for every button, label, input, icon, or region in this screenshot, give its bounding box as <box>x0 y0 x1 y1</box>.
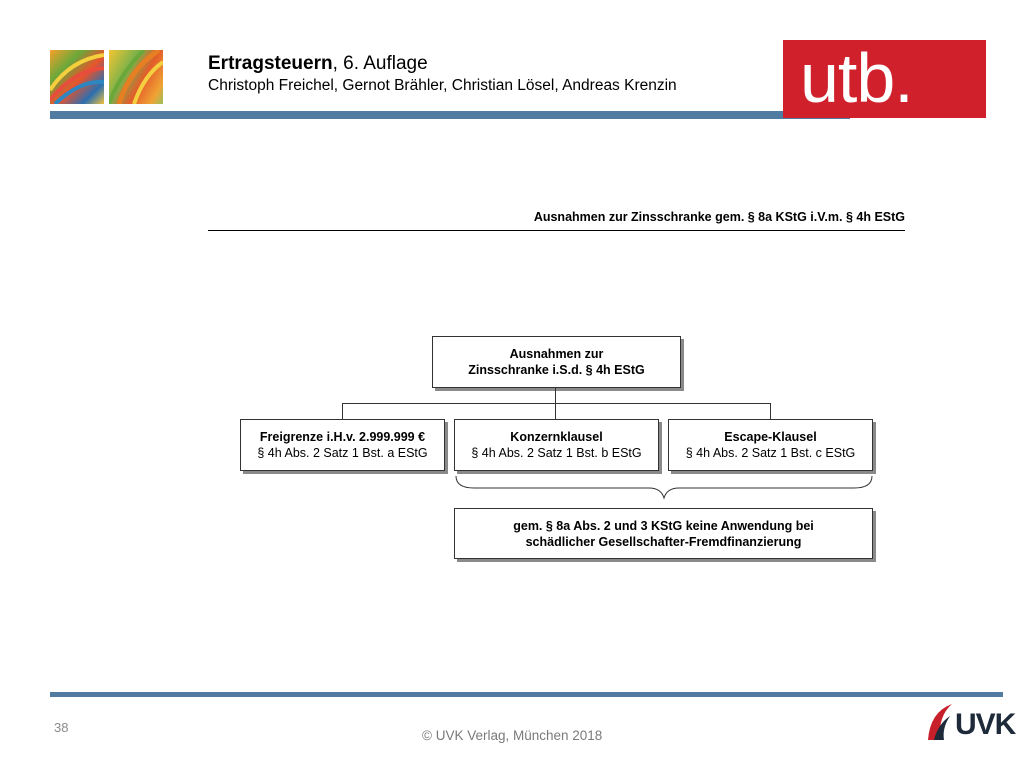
book-title: Ertragsteuern, 6. Auflage <box>208 53 428 74</box>
book-cover-image-1 <box>50 50 104 104</box>
uvk-logo-text: UVK <box>955 708 1016 741</box>
root-node: Ausnahmen zur Zinsschranke i.S.d. § 4h E… <box>432 336 681 388</box>
connector-horizontal <box>342 403 771 404</box>
connector-child-1 <box>342 403 343 419</box>
root-node-line2: Zinsschranke i.S.d. § 4h EStG <box>468 363 645 377</box>
connector-root-down <box>555 387 556 403</box>
book-cover-image-2 <box>109 50 163 104</box>
child-node-konzernklausel: Konzernklausel § 4h Abs. 2 Satz 1 Bst. b… <box>454 419 659 471</box>
caption-underline <box>208 230 905 231</box>
uvk-logo-icon <box>928 704 952 740</box>
page-number: 38 <box>54 720 69 735</box>
child-node-freigrenze: Freigrenze i.H.v. 2.999.999 € § 4h Abs. … <box>240 419 445 471</box>
child-node-title: Konzernklausel <box>510 430 603 444</box>
child-node-title: Freigrenze i.H.v. 2.999.999 € <box>259 430 426 444</box>
footer-divider <box>50 692 1003 697</box>
connector-child-3 <box>770 403 771 419</box>
connector-child-2 <box>555 403 556 419</box>
root-node-line1: Ausnahmen zur <box>509 347 604 361</box>
utb-logo-text: utb. <box>800 39 914 117</box>
child-node-ref: § 4h Abs. 2 Satz 1 Bst. c EStG <box>685 446 856 460</box>
utb-logo <box>783 40 986 118</box>
note-line1: gem. § 8a Abs. 2 und 3 KStG keine Anwend… <box>513 518 814 533</box>
child-node-ref: § 4h Abs. 2 Satz 1 Bst. b EStG <box>471 446 642 460</box>
note-line2: schädlicher Gesellschafter-Fremdfinanzie… <box>525 534 802 549</box>
child-node-title: Escape-Klausel <box>724 430 817 444</box>
child-node-ref: § 4h Abs. 2 Satz 1 Bst. a EStG <box>257 446 428 460</box>
note-node: gem. § 8a Abs. 2 und 3 KStG keine Anwend… <box>454 508 873 559</box>
book-authors: Christoph Freichel, Gernot Brähler, Chri… <box>208 77 677 94</box>
copyright-text: © UVK Verlag, München 2018 <box>422 728 603 743</box>
child-node-escape-klausel: Escape-Klausel § 4h Abs. 2 Satz 1 Bst. c… <box>668 419 873 471</box>
diagram-caption: Ausnahmen zur Zinsschranke gem. § 8a KSt… <box>533 210 905 224</box>
header-divider <box>50 111 850 119</box>
curly-brace <box>455 475 873 500</box>
